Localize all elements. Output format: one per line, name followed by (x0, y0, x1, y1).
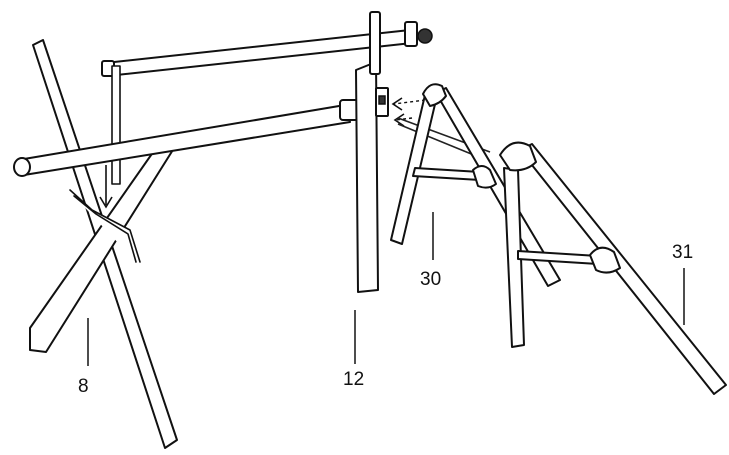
left-stand-clip (69, 189, 141, 263)
callout-31: 31 (672, 242, 693, 263)
hanging-rod (111, 65, 121, 185)
center-post (355, 61, 379, 293)
aframe-30-top-joint (422, 83, 447, 107)
main-rail-tip (13, 157, 31, 177)
upper-rail-collar (404, 21, 418, 47)
callout-30: 30 (420, 269, 441, 290)
aframe-31-top-joint (499, 141, 537, 172)
aframe-30-crossbar (412, 167, 481, 181)
callout-8: 8 (78, 376, 89, 397)
dashed-arrow-lower-head (393, 113, 405, 127)
dashed-arrow-lower (395, 117, 413, 121)
arrow-down-left-head (99, 196, 113, 209)
aframe-31-mid-joint (589, 246, 621, 274)
aframe-30-mid-joint (472, 165, 497, 189)
post-top-slot (369, 11, 381, 75)
dashed-arrow-upper (393, 99, 426, 105)
aframe-31-crossbar (517, 250, 599, 265)
callout-12: 12 (343, 369, 364, 390)
dashed-arrow-upper-head (391, 97, 403, 111)
upper-rail-knob (417, 28, 433, 44)
post-bracket-hole (378, 95, 386, 105)
